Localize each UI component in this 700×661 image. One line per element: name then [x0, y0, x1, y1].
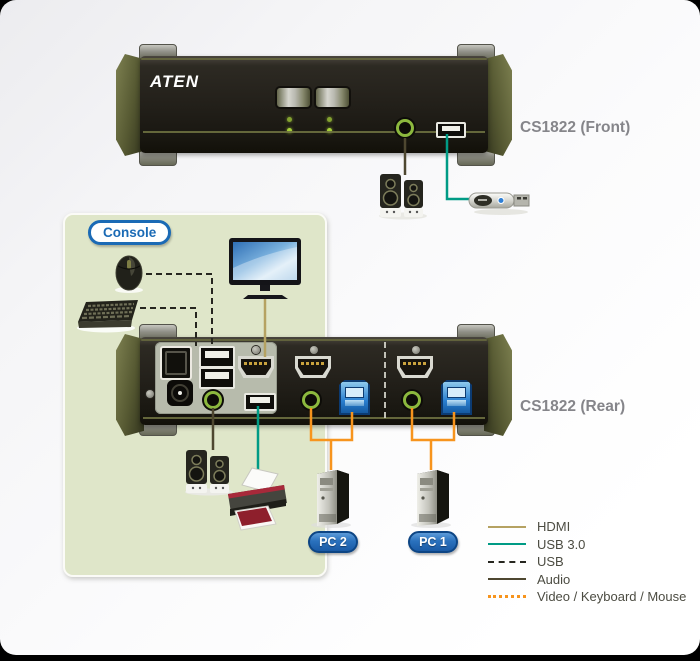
mounting-bracket [484, 334, 512, 436]
legend-row: Audio [488, 571, 686, 589]
screw [310, 346, 318, 354]
front-device-label: CS1822 (Front) [520, 119, 631, 136]
screw [252, 346, 260, 354]
mounting-bracket [484, 54, 512, 156]
audio-line-swatch [488, 578, 526, 581]
monitor-icon [229, 238, 301, 299]
legend-row: HDMI [488, 518, 686, 536]
kvm-switch-front-panel: ATEN [140, 56, 488, 153]
legend-label: USB 3.0 [537, 536, 586, 552]
rear-device-label: CS1822 (Rear) [520, 398, 626, 415]
aten-logo: ATEN [150, 72, 200, 91]
pc-tower-icon [311, 470, 351, 528]
legend-row: Video / Keyboard / Mouse [488, 588, 686, 606]
mouse-icon [115, 255, 143, 293]
legend-label: USB [537, 554, 564, 570]
keyboard-icon [77, 300, 138, 333]
rj11-firmware-port [160, 346, 192, 380]
legend-label: HDMI [537, 519, 571, 535]
legend: HDMI USB 3.0 USB Audio Video / Keyboard … [488, 518, 686, 606]
usb-console-port-1 [199, 346, 235, 368]
section-divider [384, 342, 386, 418]
speakers-icon [185, 450, 233, 496]
pc-tower-icon [411, 470, 451, 528]
usb-b-port-pc2 [339, 380, 370, 415]
usb3-port-front [436, 122, 466, 138]
dc-power-jack [167, 380, 193, 406]
usb-console-port-2 [199, 367, 235, 389]
mounting-bracket [116, 54, 144, 156]
usb3-console-port [244, 393, 276, 411]
usb-line-swatch [488, 560, 526, 563]
hdmi-port-pc2 [295, 356, 331, 378]
pc1-badge: PC 1 [408, 531, 458, 553]
panel-accent-line [143, 417, 485, 419]
screw [412, 346, 420, 354]
vkm-line-swatch [488, 595, 526, 599]
led-indicator [327, 128, 332, 133]
printer-icon [228, 467, 287, 531]
port-select-button-2 [314, 86, 351, 109]
panel-accent-line [143, 131, 485, 133]
legend-row: USB [488, 553, 686, 571]
mounting-bracket [116, 334, 144, 436]
usb3-line-swatch [488, 543, 526, 546]
led-indicator [287, 128, 292, 133]
legend-row: USB 3.0 [488, 536, 686, 554]
usb-flash-drive-icon [468, 192, 530, 215]
legend-label: Audio [537, 571, 571, 587]
hdmi-console-port [238, 356, 274, 378]
hdmi-line-swatch [488, 525, 526, 528]
audio-jack-console [204, 391, 222, 409]
audio-jack-pc1 [403, 391, 421, 409]
speakers-icon [379, 174, 427, 220]
legend-label: Video / Keyboard / Mouse [537, 589, 687, 605]
console-badge: Console [88, 220, 172, 245]
screw [146, 390, 154, 398]
hdmi-port-pc1 [397, 356, 433, 378]
led-indicator [327, 117, 332, 122]
usb-b-port-pc1 [441, 380, 472, 415]
audio-jack-pc2 [302, 391, 320, 409]
pc2-badge: PC 2 [308, 531, 358, 553]
led-indicator [287, 117, 292, 122]
port-select-button-1 [275, 86, 312, 109]
audio-jack-front [396, 119, 414, 137]
